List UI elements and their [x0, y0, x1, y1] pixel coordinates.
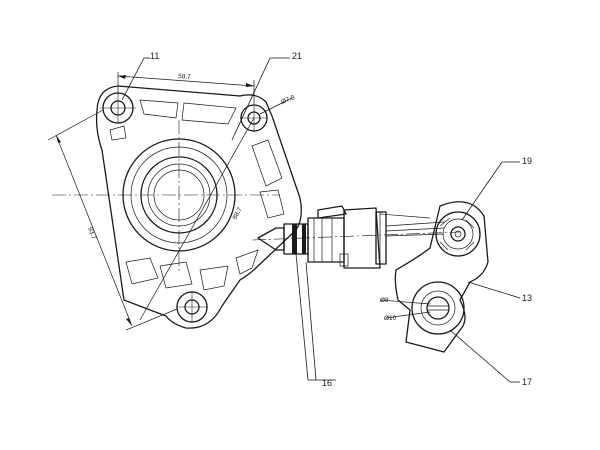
callout-21: 21 — [292, 51, 302, 61]
callout-13: 13 — [522, 293, 532, 303]
dim-small-2: Ø10 — [384, 315, 397, 322]
dimension-lines — [47, 72, 293, 331]
callout-11: 11 — [150, 51, 159, 61]
flange-housing — [52, 85, 302, 329]
dim-hole-diameter: Ø7.8 — [280, 94, 296, 106]
callout-16: 16 — [322, 378, 332, 388]
release-lever — [379, 201, 489, 353]
hydraulic-fitting — [251, 205, 461, 269]
dim-left-length: 93.7 — [86, 226, 97, 241]
leader-lines — [121, 57, 521, 383]
callout-17: 17 — [522, 377, 532, 387]
dim-top-width: 58.7 — [178, 73, 191, 81]
dim-small-1: Ø8 — [380, 297, 389, 304]
callout-19: 19 — [522, 156, 532, 166]
